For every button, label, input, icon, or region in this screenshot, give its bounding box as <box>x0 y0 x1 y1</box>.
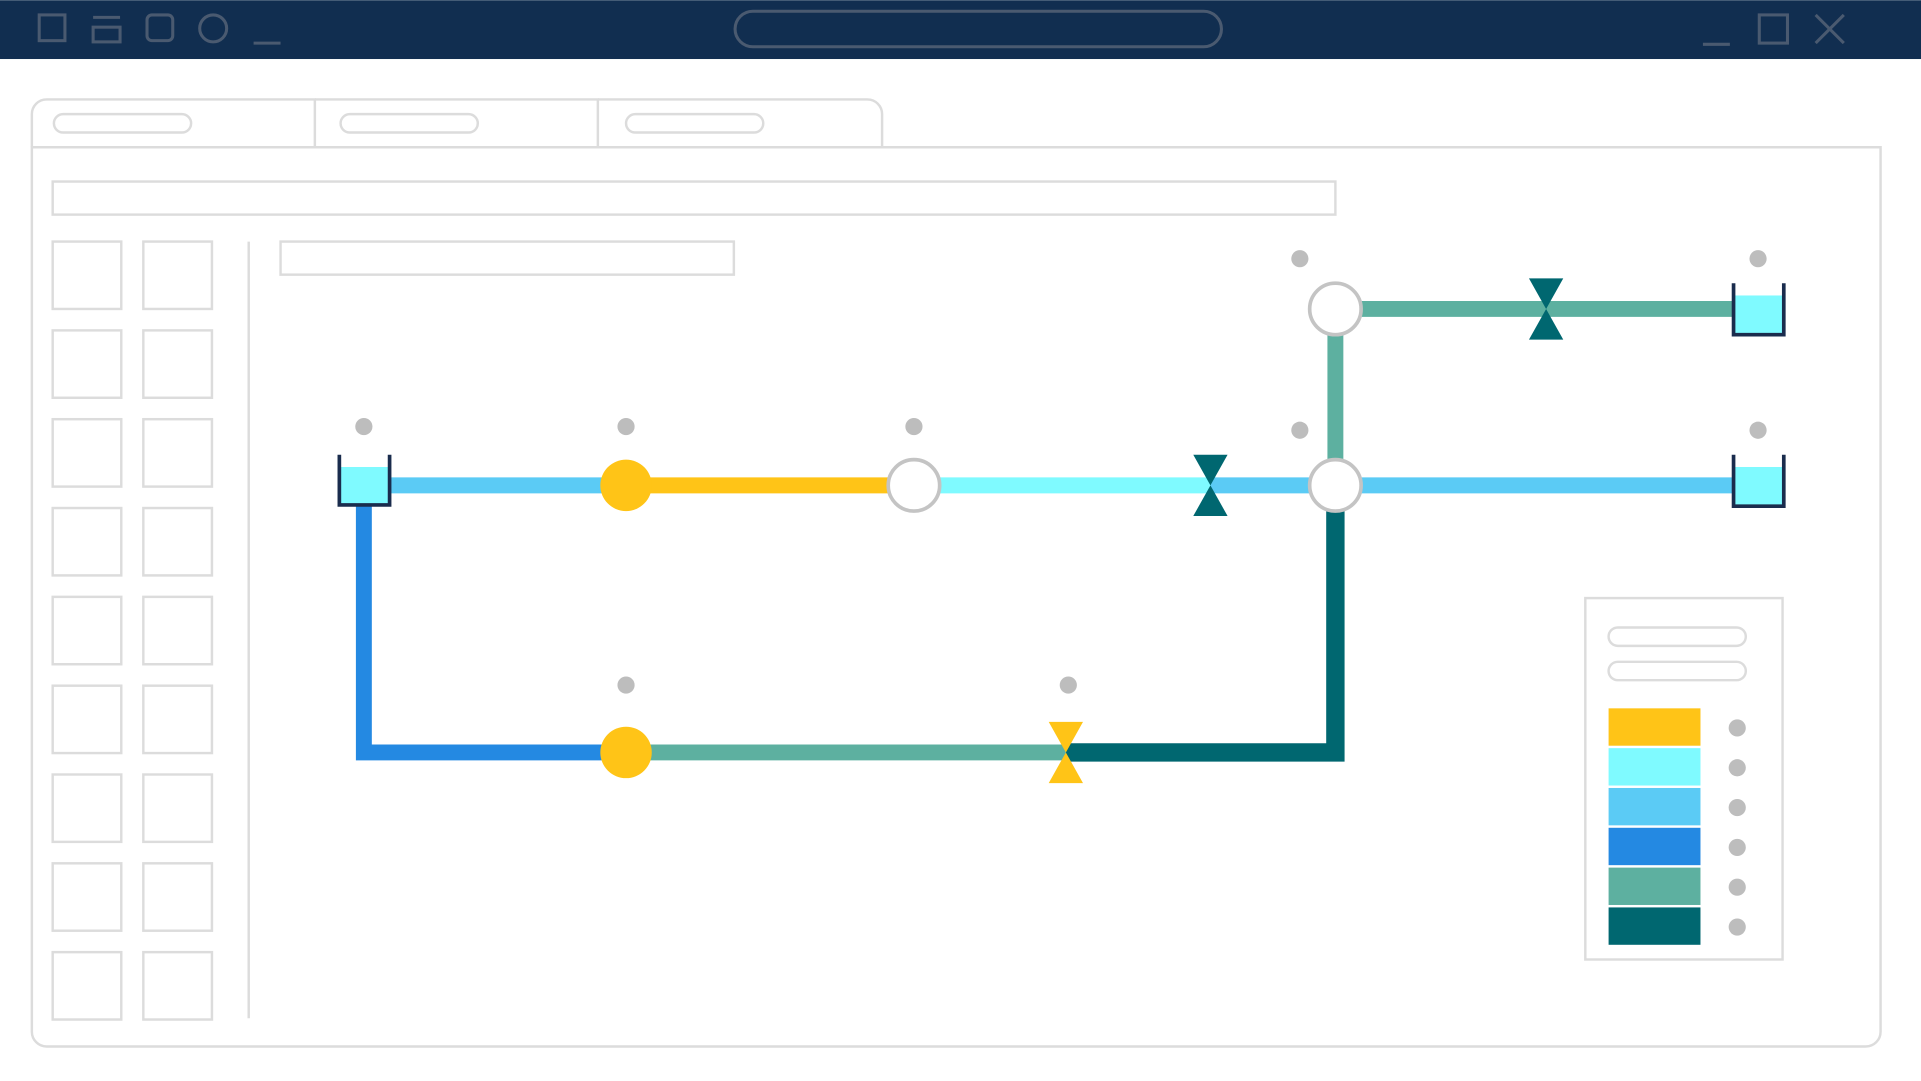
sidebar-tile[interactable] <box>142 595 214 666</box>
pipe-network <box>355 300 1734 762</box>
sidebar-tile[interactable] <box>142 862 214 932</box>
legend-swatch <box>1608 748 1701 786</box>
legend-title-placeholder <box>1607 626 1748 648</box>
close-icon[interactable] <box>1814 13 1845 45</box>
sidebar-tile[interactable] <box>51 506 123 577</box>
sidebar-grid <box>51 240 214 1021</box>
legend-dot <box>1728 719 1746 737</box>
legend-swatch <box>1608 907 1701 945</box>
sidebar-tile[interactable] <box>51 240 123 311</box>
sidebar-tile[interactable] <box>51 329 123 399</box>
tank-icon[interactable] <box>1731 454 1786 509</box>
sidebar-tile[interactable] <box>142 684 214 755</box>
sidebar-tile[interactable] <box>51 950 123 1021</box>
window-icon[interactable] <box>91 15 122 44</box>
legend-subtitle-placeholder <box>1607 660 1748 682</box>
legend-swatch <box>1608 867 1701 905</box>
search-bar[interactable] <box>733 9 1223 49</box>
junction-yellow-bottom[interactable] <box>600 726 652 779</box>
tab-3-label <box>624 112 765 134</box>
sidebar-tile[interactable] <box>142 773 214 844</box>
legend-dot <box>1728 918 1746 936</box>
sidebar-tile[interactable] <box>142 417 214 488</box>
sidebar-tile[interactable] <box>51 417 123 488</box>
tab-1-label <box>52 112 193 134</box>
sidebar-tile[interactable] <box>142 240 214 311</box>
legend-panel <box>1584 596 1784 961</box>
junction-white-1[interactable] <box>886 457 942 513</box>
legend-dot <box>1728 759 1746 777</box>
title-field[interactable] <box>279 240 736 276</box>
status-dot <box>905 417 923 436</box>
sidebar-tile[interactable] <box>51 595 123 666</box>
circle-icon[interactable] <box>198 13 229 44</box>
legend-dot <box>1728 878 1746 896</box>
status-markers <box>355 250 1767 694</box>
sidebar-tile[interactable] <box>51 773 123 844</box>
status-dot <box>1059 676 1077 694</box>
tank-icon[interactable] <box>1731 283 1786 337</box>
pipe-dark-teal <box>1065 485 1345 762</box>
valve-icon[interactable] <box>1048 721 1084 784</box>
legend-swatch <box>1608 827 1701 866</box>
square-icon[interactable] <box>37 13 67 43</box>
legend-dot <box>1728 799 1746 817</box>
status-dot <box>617 676 635 694</box>
sidebar-tile[interactable] <box>51 684 123 755</box>
sidebar-tile[interactable] <box>142 329 214 399</box>
tab-2-label <box>339 112 480 134</box>
title-bar <box>0 0 1921 60</box>
junction-white-3[interactable] <box>1307 281 1363 337</box>
status-dot <box>1291 250 1309 268</box>
tab-2[interactable] <box>314 98 600 148</box>
pipe-blue <box>355 496 627 761</box>
tab-3[interactable] <box>597 98 884 148</box>
legend-swatch <box>1608 787 1701 826</box>
status-dot <box>1749 250 1767 268</box>
legend-dot <box>1728 838 1746 856</box>
status-dot <box>1749 421 1767 439</box>
sidebar-tile[interactable] <box>51 862 123 932</box>
valve-icon[interactable] <box>1528 278 1564 340</box>
main-panel <box>30 146 1882 1048</box>
legend-swatch <box>1608 708 1701 746</box>
rounded-square-icon[interactable] <box>145 13 175 43</box>
tab-1[interactable] <box>30 98 317 148</box>
status-dot <box>1291 421 1309 439</box>
sidebar-tile[interactable] <box>142 506 214 577</box>
status-dot <box>617 417 635 436</box>
maximize-icon[interactable] <box>1757 13 1789 45</box>
sidebar-tile[interactable] <box>142 950 214 1021</box>
address-bar[interactable] <box>51 180 1337 216</box>
junction-yellow-top[interactable] <box>600 459 652 512</box>
tank-icon[interactable] <box>337 454 392 507</box>
status-dot <box>355 417 373 436</box>
junction-white-2[interactable] <box>1307 457 1363 513</box>
